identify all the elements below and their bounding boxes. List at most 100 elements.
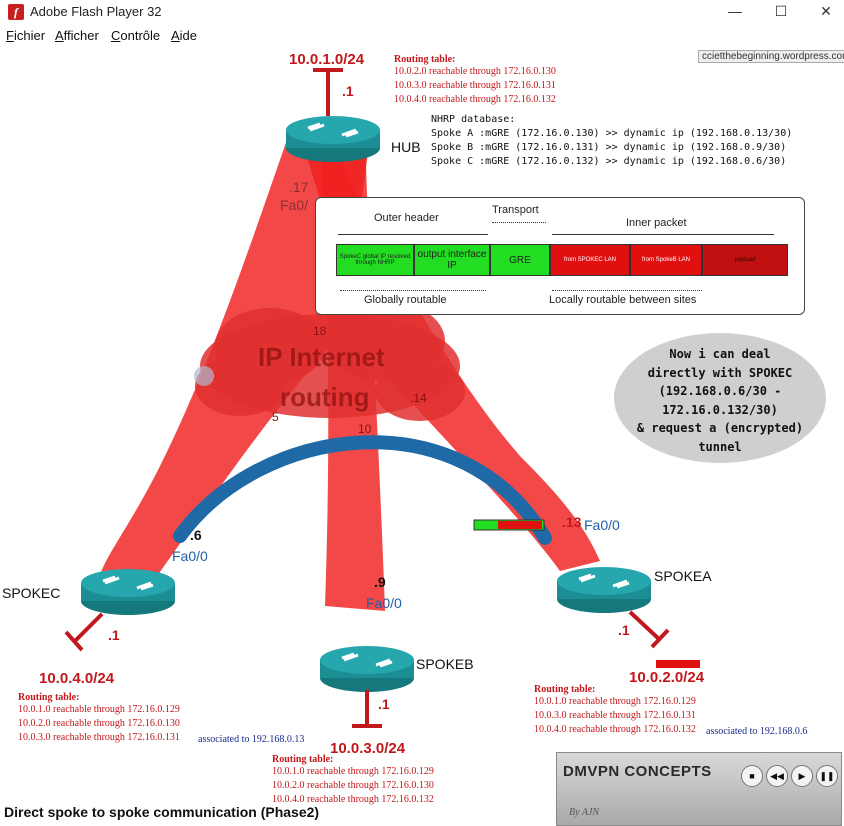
speech-bubble [614,333,826,463]
hub-routing-table: Routing table: 10.0.2.0 reachable throug… [394,54,556,107]
spokea-route-3: 10.0.4.0 reachable through 172.16.0.132 [534,724,696,735]
spokec-network: 10.0.4.0/24 [39,670,115,687]
hub-if-name: Fa0/ [280,197,309,213]
flash-icon: f [8,4,24,20]
player-title: DMVPN CONCEPTS [563,763,712,780]
router-spokec [81,569,175,615]
spokec-if-addr: .6 [190,527,202,543]
cloud-num-5: 5 [272,410,279,424]
flash-stage[interactable]: ccietthebeginning.wordpress.com 10.0.1.0… [0,46,844,826]
spokec-route-2: 10.0.2.0 reachable through 172.16.0.130 [18,718,180,729]
spokeb-host: .1 [378,696,390,712]
cloud-num-10: 10 [358,422,372,436]
cloud-num-18: 18 [313,324,327,338]
globally-routable-label: Globally routable [364,294,447,306]
spokea-routing-table: Routing table: 10.0.1.0 reachable throug… [534,684,696,737]
maximize-button[interactable]: ☐ [774,3,788,19]
spokea-lan-marker [656,660,700,668]
spokec-assoc: associated to 192.168.0.13 [198,734,305,745]
spokec-route-1: 10.0.1.0 reachable through 172.16.0.129 [18,704,180,715]
nhrp-database: NHRP database: Spoke A :mGRE (172.16.0.1… [431,113,792,169]
spokeb-route-3: 10.0.4.0 reachable through 172.16.0.132 [272,794,434,805]
spokeb-network: 10.0.3.0/24 [330,740,406,757]
speech-bubble-text: Now i can deal directly with SPOKEC (192… [620,345,820,456]
hub-network: 10.0.1.0/24 [289,51,365,68]
minimize-button[interactable]: — [728,3,742,19]
cloud-num-14: .14 [410,391,427,405]
segment-from-spokeb: from SpokeB LAN [630,244,702,276]
spokeb-routing-table: Routing table: 10.0.1.0 reachable throug… [272,754,434,807]
spokec-route-3: 10.0.3.0 reachable through 172.16.0.131 [18,732,180,743]
window-titlebar: f Adobe Flash Player 32 — ☐ ✕ [0,0,844,24]
outer-header-label: Outer header [374,212,439,224]
spokeb-route-1: 10.0.1.0 reachable through 172.16.0.129 [272,766,434,777]
spokeb-route-2: 10.0.2.0 reachable through 172.16.0.130 [272,780,434,791]
menu-fichier[interactable]: Fichier [6,28,46,43]
spokea-if-addr: .13 [562,514,582,530]
spokec-host: .1 [108,627,120,643]
spokea-network: 10.0.2.0/24 [629,669,705,686]
menu-afficher[interactable]: Afficher [55,28,99,43]
globally-arrow [340,290,486,291]
spokea-assoc: associated to 192.168.0.6 [706,726,808,737]
bubble-line-4: 172.16.0.132/30) [662,402,778,417]
segment-spokec-ip: SpokeC global IP resolved through NHRP [336,244,414,276]
hub-route-2: 10.0.3.0 reachable through 172.16.0.131 [394,80,556,91]
cloud-edge-node [194,366,214,386]
menu-aide[interactable]: Aide [171,28,198,43]
segment-payload: payload [702,244,788,276]
hub-name: HUB [391,139,421,155]
segment-gre: GRE [490,244,550,276]
spoke-to-spoke-tunnel [173,435,552,545]
spokea-route-1: 10.0.1.0 reachable through 172.16.0.129 [534,696,696,707]
locally-routable-label: Locally routable between sites [549,294,697,306]
stop-button[interactable]: ■ [741,765,763,787]
inner-packet-arrow [552,234,774,235]
player-credit: By AJN [569,807,600,818]
router-spokeb [320,646,414,692]
nhrp-entry-3: Spoke C :mGRE (172.16.0.132) >> dynamic … [431,156,787,167]
nhrp-title: NHRP database: [431,114,516,125]
pause-button[interactable]: ❚❚ [816,765,838,787]
watermark: ccietthebeginning.wordpress.com [698,50,844,63]
cloud-label-2: routing [280,382,370,412]
transport-arrow [492,222,546,223]
slide-caption: Direct spoke to spoke communication (Pha… [4,804,320,820]
cloud-label-1: IP Internet [258,342,385,372]
close-button[interactable]: ✕ [820,3,832,19]
spokea-name: SPOKEA [654,568,712,584]
spokec-name: SPOKEC [2,585,61,601]
transport-label: Transport [492,204,539,216]
segment-from-spokec: from SPOKEC LAN [550,244,630,276]
packet-diagram: Outer header Transport Inner packet Spok… [315,197,805,315]
router-hub [286,116,380,162]
spokea-host: .1 [618,622,630,638]
spokeb-if-name: Fa0/0 [366,595,402,611]
spokec-routing-title: Routing table: [18,692,80,703]
bubble-line-1: Now i can deal [669,347,771,361]
hub-host: .1 [342,83,354,99]
segment-output-ip: output interface IP [414,244,490,276]
bubble-line-5: & request a (encrypted) [636,421,804,435]
inner-packet-label: Inner packet [626,217,687,229]
spokea-lan-link [628,610,662,642]
nhrp-entry-2: Spoke B :mGRE (172.16.0.131) >> dynamic … [431,142,787,153]
internet-cloud [195,301,465,421]
menu-controle[interactable]: Contrôle [111,28,161,43]
hub-if-addr: .17 [289,179,309,195]
locally-arrow [552,290,702,291]
network-diagram [64,68,700,728]
hub-route-1: 10.0.2.0 reachable through 172.16.0.130 [394,66,556,77]
spokeb-if-addr: .9 [374,574,386,590]
spokec-routing-table: Routing table: 10.0.1.0 reachable throug… [18,692,180,745]
play-button[interactable]: ▶ [791,765,813,787]
window-title: Adobe Flash Player 32 [30,4,162,19]
bubble-line-6: tunnel [698,439,742,454]
nhrp-entry-1: Spoke A :mGRE (172.16.0.130) >> dynamic … [431,128,793,139]
spokec-if-name: Fa0/0 [172,548,208,564]
spokeb-routing-title: Routing table: [272,754,334,765]
bubble-line-3: (192.168.0.6/30 - [658,384,782,398]
rewind-button[interactable]: ◀◀ [766,765,788,787]
spokeb-name: SPOKEB [416,656,474,672]
bubble-line-2: directly with SPOKEC [647,365,793,380]
